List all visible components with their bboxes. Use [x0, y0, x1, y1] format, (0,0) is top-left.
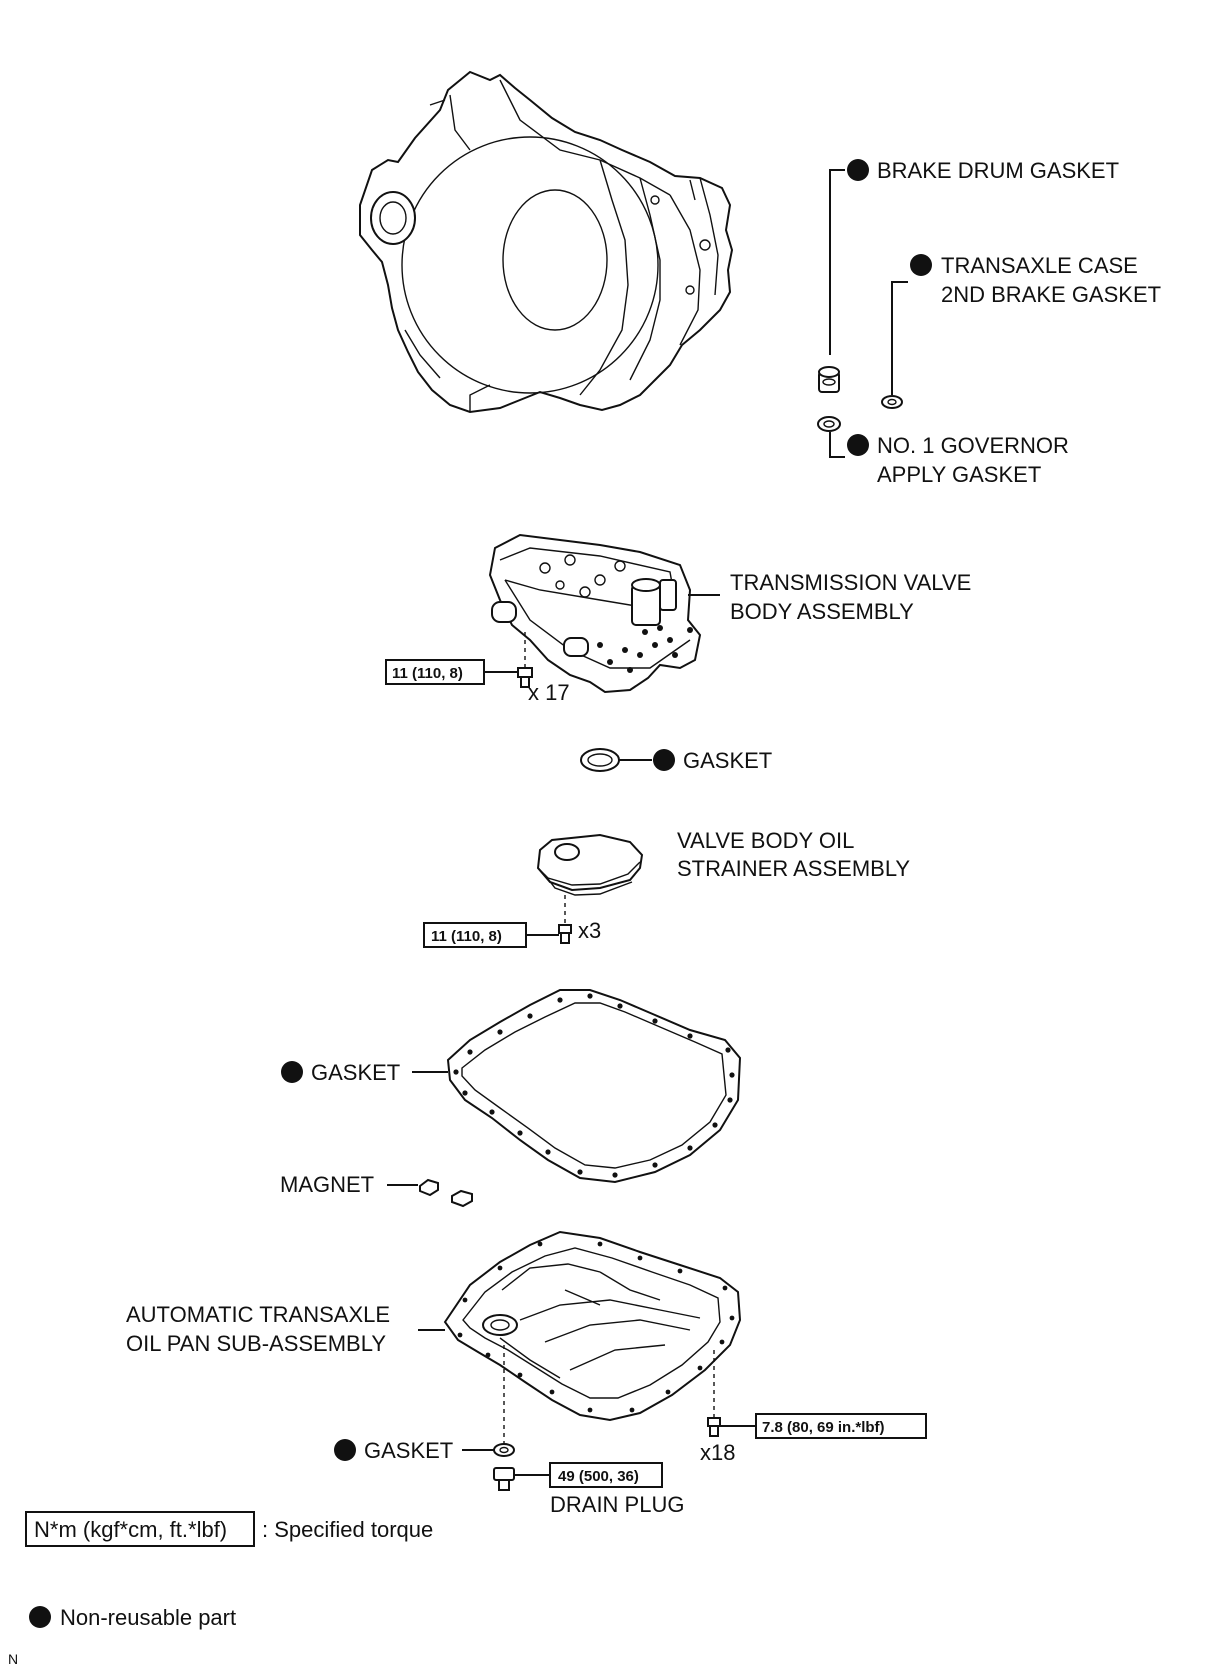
- oring-gasket-label: GASKET: [683, 748, 772, 773]
- drain-gasket-part: [493, 1443, 515, 1457]
- valve-body-torque-value: 11 (110, 8): [392, 665, 463, 682]
- magnet-part-2: [451, 1189, 473, 1208]
- transaxle-case-2nd-brake-gasket-callout: TRANSAXLE CASE 2ND BRAKE GASKET: [881, 253, 1161, 409]
- oil-pan-bolt-qty: x18: [700, 1440, 735, 1465]
- drain-plug-torque-value: 49 (500, 36): [558, 1468, 639, 1485]
- oil-strainer-illustration: [536, 833, 644, 944]
- oring-gasket-part: [580, 748, 620, 772]
- brake-drum-gasket-callout: BRAKE DRUM GASKET: [818, 158, 1119, 393]
- torque-legend: N*m (kgf*cm, ft.*lbf) : Specified torque: [25, 1511, 433, 1547]
- oil-pan-gasket-illustration: [446, 989, 742, 1184]
- oil-pan-bolt: [707, 1417, 721, 1437]
- drain-gasket-label: GASKET: [364, 1438, 453, 1463]
- strainer-bolt-qty: x3: [578, 918, 601, 943]
- strainer-torque-spec: 11 (110, 8) x3: [423, 918, 601, 948]
- valve-body-label-line2: BODY ASSEMBLY: [730, 599, 914, 624]
- valve-body-bolt: [517, 667, 533, 688]
- torque-legend-box-text: N*m (kgf*cm, ft.*lbf): [34, 1517, 227, 1542]
- drain-gasket-callout: GASKET: [334, 1438, 515, 1463]
- strainer-bolt: [558, 924, 572, 944]
- torque-legend-desc: : Specified torque: [262, 1517, 433, 1542]
- oil-pan-torque-value: 7.8 (80, 69 in.*lbf): [762, 1419, 885, 1436]
- oil-pan-label-line1: AUTOMATIC TRANSAXLE: [126, 1302, 390, 1327]
- strainer-label-line1: VALVE BODY OIL: [677, 828, 854, 853]
- oil-pan-gasket-label: GASKET: [311, 1060, 400, 1085]
- strainer-torque-value: 11 (110, 8): [431, 928, 502, 945]
- governor-label-line1: NO. 1 GOVERNOR: [877, 433, 1069, 458]
- governor-label-line2: APPLY GASKET: [877, 462, 1041, 487]
- drain-plug-part: [493, 1467, 515, 1491]
- governor-apply-gasket-part: [817, 416, 841, 432]
- corner-mark: N: [8, 1651, 18, 1667]
- transaxle-case-illustration: [359, 70, 734, 414]
- valve-body-torque-spec: 11 (110, 8) x 17: [385, 659, 570, 705]
- drain-plug-torque-spec: 49 (500, 36) DRAIN PLUG: [514, 1462, 684, 1517]
- non-reusable-legend: Non-reusable part: [29, 1605, 236, 1630]
- oil-pan-illustration: [443, 1230, 742, 1445]
- oil-pan-callout: AUTOMATIC TRANSAXLE OIL PAN SUB-ASSEMBLY: [126, 1302, 445, 1356]
- magnet-part-1: [419, 1178, 439, 1197]
- oil-pan-torque-spec: 7.8 (80, 69 in.*lbf) x18: [700, 1413, 927, 1465]
- magnet-label: MAGNET: [280, 1172, 374, 1197]
- case-2nd-brake-label-line1: TRANSAXLE CASE: [941, 253, 1138, 278]
- governor-apply-gasket-callout: NO. 1 GOVERNOR APPLY GASKET: [817, 416, 1069, 487]
- drain-plug-label: DRAIN PLUG: [550, 1492, 684, 1517]
- case-2nd-brake-gasket-part: [881, 395, 903, 409]
- oil-pan-label-line2: OIL PAN SUB-ASSEMBLY: [126, 1331, 386, 1356]
- case-2nd-brake-label-line2: 2ND BRAKE GASKET: [941, 282, 1161, 307]
- transmission-valve-body-illustration: [488, 533, 720, 694]
- magnet-callout: MAGNET: [280, 1172, 473, 1208]
- strainer-label-line2: STRAINER ASSEMBLY: [677, 856, 910, 881]
- valve-body-label-line1: TRANSMISSION VALVE: [730, 570, 971, 595]
- non-reusable-legend-text: Non-reusable part: [60, 1605, 236, 1630]
- valve-body-bolt-qty: x 17: [528, 680, 570, 705]
- strainer-gasket-callout: GASKET: [580, 748, 772, 773]
- brake-drum-gasket-label: BRAKE DRUM GASKET: [877, 158, 1119, 183]
- brake-drum-gasket-part: [818, 366, 840, 393]
- oil-pan-gasket-callout: GASKET: [281, 1060, 448, 1085]
